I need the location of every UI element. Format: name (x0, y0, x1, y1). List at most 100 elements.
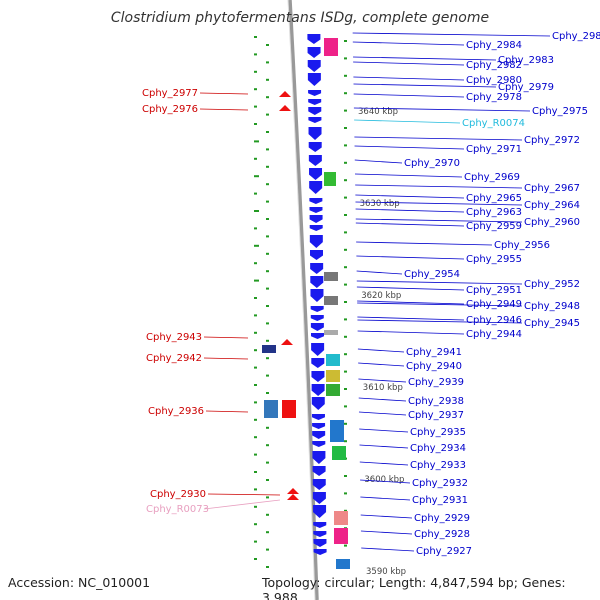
scale-tick (266, 61, 269, 64)
gene-label-right: Cphy_2949 (466, 299, 522, 310)
gene-feature (307, 34, 321, 44)
scale-tick (266, 479, 269, 481)
gene-label-right: Cphy_2940 (406, 361, 462, 372)
scale-tick (254, 262, 257, 265)
gene-label-right: Cphy_2964 (524, 200, 580, 211)
scale-tick (254, 453, 257, 456)
scale-tick (254, 523, 257, 526)
accession-label: Accession: NC_010001 (8, 575, 151, 590)
gene-feature (312, 479, 326, 490)
label-leader-line (203, 357, 249, 360)
gene-feature (309, 168, 323, 180)
scale-tick (254, 157, 257, 160)
scale-tick (254, 279, 259, 282)
scale-tick (266, 287, 269, 290)
scale-tick (344, 57, 347, 60)
scale-tick (254, 70, 257, 73)
gene-label-left: Cphy_2936 (148, 406, 204, 417)
label-leader-line (358, 411, 407, 416)
scale-tick (266, 566, 269, 568)
label-leader-line (353, 76, 465, 81)
scale-tick (266, 548, 269, 551)
scale-tick (254, 227, 257, 230)
scale-tick (254, 88, 257, 91)
gene-feature-colored (330, 420, 344, 442)
gene-feature (310, 289, 324, 302)
label-leader-line (353, 107, 531, 112)
gene-label-right: Cphy_2945 (524, 318, 580, 329)
scale-tick (266, 513, 269, 516)
label-leader-line (360, 514, 413, 519)
label-leader-line (199, 108, 249, 111)
label-leader-line (355, 208, 465, 213)
gene-feature (311, 343, 325, 356)
label-leader-line (356, 241, 493, 246)
scale-tick (254, 384, 257, 386)
label-leader-line (354, 159, 403, 164)
scale-label: 3590 kbp (366, 567, 406, 577)
scale-tick (344, 318, 347, 321)
gene-label-right: Cphy_2965 (466, 193, 522, 204)
gene-label-right: Cphy_2985 (552, 31, 600, 42)
gene-label-left: Cphy_2977 (142, 88, 198, 99)
scale-tick (266, 44, 269, 46)
gene-feature-colored (262, 345, 276, 353)
gene-feature (307, 60, 321, 72)
scale-tick (254, 471, 257, 473)
scale-tick (344, 301, 347, 303)
label-leader-line (354, 145, 465, 150)
gene-feature-colored (326, 384, 340, 396)
gene-label-right: Cphy_2984 (466, 40, 522, 51)
gene-feature (310, 250, 323, 260)
scale-tick (344, 544, 347, 547)
gene-label-right: Cphy_2980 (466, 75, 522, 86)
left-strand-feature (279, 105, 291, 111)
scale-tick (344, 40, 347, 42)
scale-tick (344, 422, 347, 425)
gene-feature (310, 315, 324, 321)
label-leader-line (356, 255, 465, 260)
gene-label-right: Cphy_2956 (494, 240, 550, 251)
gene-feature (311, 414, 325, 420)
gene-label-right: Cphy_2932 (412, 478, 468, 489)
gene-label-right: Cphy_2967 (524, 183, 580, 194)
label-leader-line (355, 194, 465, 199)
gene-label-right: Cphy_2933 (410, 460, 466, 471)
scale-tick (266, 426, 269, 429)
gene-feature (308, 117, 322, 123)
gene-feature (311, 397, 325, 410)
scale-tick (254, 36, 257, 38)
scale-tick (344, 248, 347, 251)
gene-label-right: Cphy_2948 (524, 301, 580, 312)
scale-tick (344, 492, 347, 495)
label-leader-line (360, 479, 411, 484)
gene-feature (313, 549, 327, 555)
gene-feature-colored (334, 511, 348, 525)
scale-tick (254, 105, 257, 108)
scale-tick (254, 505, 257, 508)
scale-tick (266, 131, 269, 133)
scale-tick (254, 244, 259, 247)
gene-feature (310, 323, 324, 331)
label-leader-line (357, 302, 523, 307)
gene-feature (313, 539, 327, 547)
scale-tick (254, 436, 257, 439)
gene-feature (313, 531, 327, 537)
gene-label-right: Cphy_2972 (524, 135, 580, 146)
label-leader-line (353, 61, 465, 66)
gene-feature-colored (282, 400, 296, 418)
left-strand-feature (287, 488, 299, 494)
gene-label-right: Cphy_2938 (408, 396, 464, 407)
left-strand-feature (279, 91, 291, 97)
scale-tick (254, 488, 257, 491)
scale-tick (344, 405, 347, 408)
scale-tick (254, 123, 257, 125)
scale-tick (344, 475, 347, 477)
label-leader-line (203, 336, 249, 339)
gene-feature (312, 492, 326, 504)
label-leader-line (353, 93, 465, 98)
gene-label-right: Cphy_2939 (408, 377, 464, 388)
gene-feature-colored (324, 272, 338, 281)
label-leader-line (205, 410, 249, 413)
label-leader-line (354, 173, 463, 178)
